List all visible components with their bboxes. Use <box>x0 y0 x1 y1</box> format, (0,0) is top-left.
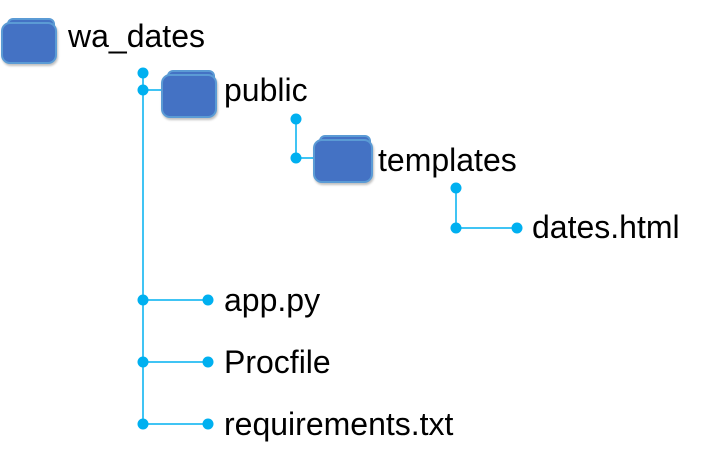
connector-dot <box>290 113 302 125</box>
folder-icon <box>161 70 217 118</box>
connector-dot <box>202 418 214 430</box>
connector-dot <box>137 84 149 96</box>
folder-icon <box>313 135 373 183</box>
connector-dot <box>202 294 214 306</box>
public-folder-label[interactable]: public <box>224 72 308 108</box>
file-requirements-txt[interactable]: requirements.txt <box>224 406 454 442</box>
connector-dot <box>137 356 149 368</box>
file-procfile[interactable]: Procfile <box>224 344 331 380</box>
file-app-py[interactable]: app.py <box>224 282 321 318</box>
connector-dot <box>450 222 462 234</box>
connector-dot <box>511 222 523 234</box>
folder-icon <box>1 18 57 64</box>
file-dates-html[interactable]: dates.html <box>532 209 680 245</box>
connector-dot <box>450 182 462 194</box>
templates-folder-label[interactable]: templates <box>378 142 517 178</box>
connector-dot <box>137 294 149 306</box>
root-folder-label[interactable]: wa_dates <box>68 18 205 54</box>
connector-dot <box>202 356 214 368</box>
connector-dot <box>290 152 302 164</box>
connector-dot <box>137 418 149 430</box>
connector-dot <box>137 67 149 79</box>
